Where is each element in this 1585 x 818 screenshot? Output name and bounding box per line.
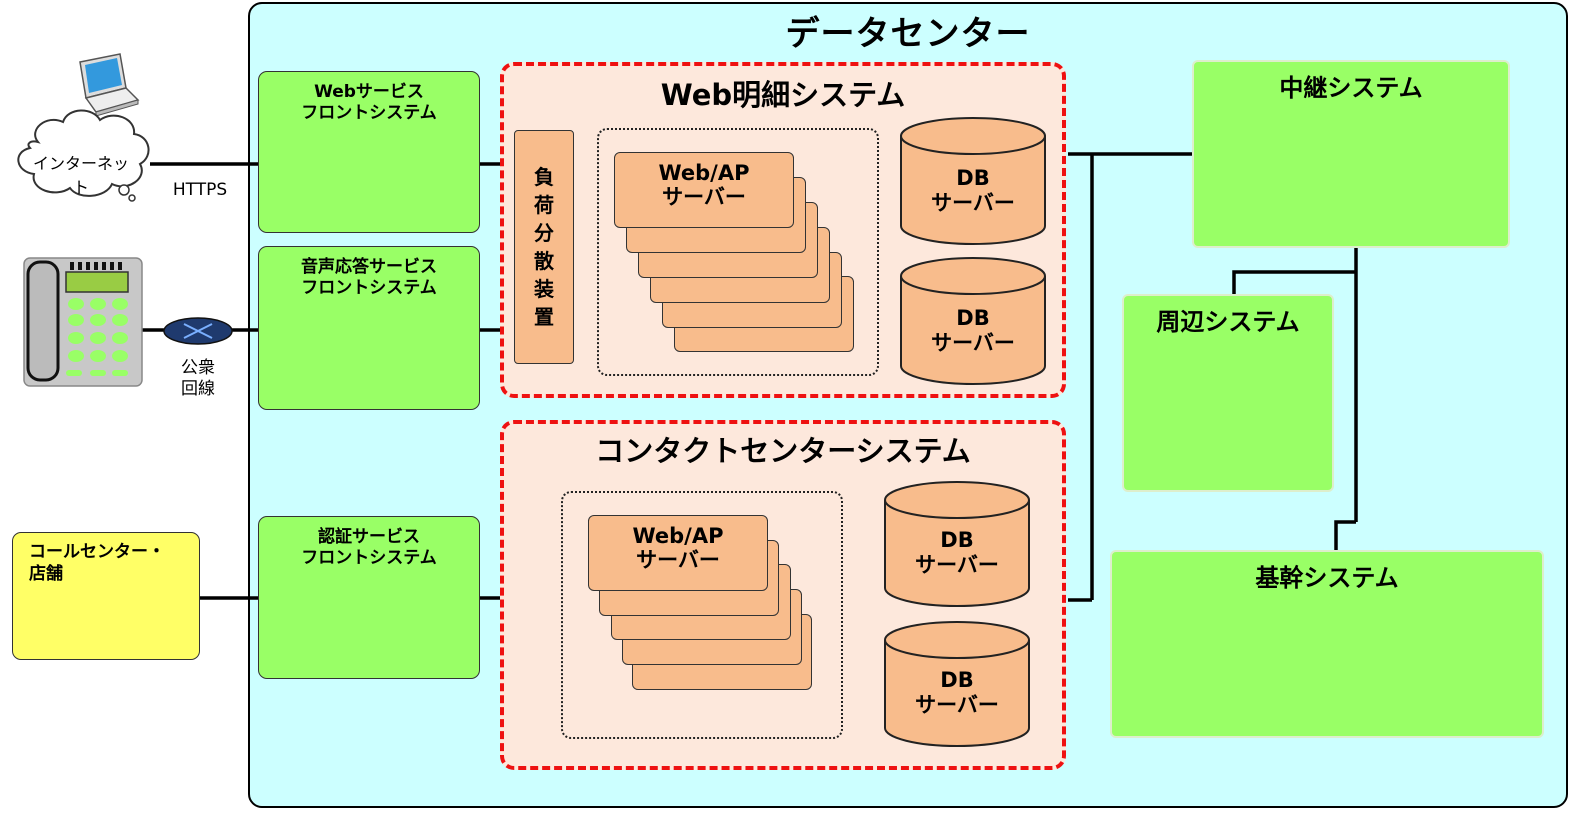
db-label-2: サーバー — [915, 553, 999, 577]
load-balancer-char: 負 — [534, 165, 554, 189]
core-system-label: 基幹システム — [1255, 564, 1399, 592]
web-detail-db1-label: DB サーバー — [898, 166, 1048, 216]
web-front-label-1: Webサービス — [314, 82, 424, 102]
load-balancer-char: 荷 — [534, 193, 554, 217]
callcenter-box: コールセンター・ 店舗 — [12, 532, 200, 660]
web-detail-title: Web明細システム — [660, 78, 906, 112]
web-detail-db-cylinders — [900, 117, 1046, 385]
load-balancer-char: 置 — [534, 305, 554, 329]
load-balancer-char: 装 — [534, 277, 554, 301]
db-label-1: DB — [956, 306, 990, 330]
db-cylinder-icon — [884, 500, 1030, 607]
web-detail-app-server: Web/AP サーバー — [614, 152, 794, 228]
public-line-label-1: 公衆 — [181, 358, 215, 378]
callcenter-label-1: コールセンター・ — [29, 542, 165, 562]
load-balancer-char: 散 — [534, 249, 554, 273]
laptop-icon — [79, 53, 140, 117]
db-label-1: DB — [940, 528, 974, 552]
app-server-label-1: Web/AP — [658, 161, 750, 185]
internet-label: インターネット — [32, 154, 129, 197]
auth-front-label-1: 認証サービス — [318, 527, 420, 547]
db-label-2: サーバー — [931, 331, 1015, 355]
app-server-label-1: Web/AP — [632, 524, 724, 548]
callcenter-label-2: 店舗 — [29, 564, 63, 584]
https-label: HTTPS — [172, 180, 228, 200]
load-balancer-char: 分 — [534, 221, 554, 245]
web-detail-db2-label: DB サーバー — [898, 306, 1048, 356]
contact-center-app-server-group — [561, 491, 843, 739]
voice-front-system: 音声応答サービス フロントシステム — [258, 246, 480, 410]
router-icon — [163, 317, 233, 345]
contact-center-app-server: Web/AP サーバー — [588, 515, 768, 591]
load-balancer: 負 荷 分 散 装 置 — [514, 130, 574, 364]
relay-system: 中継システム — [1192, 60, 1510, 248]
db-label-1: DB — [940, 668, 974, 692]
db-label-1: DB — [956, 166, 990, 190]
peripheral-system: 周辺システム — [1122, 294, 1334, 492]
datacenter-title: データセンター — [785, 14, 1031, 54]
voice-front-label-1: 音声応答サービス — [301, 257, 437, 277]
auth-front-label-2: フロントシステム — [301, 548, 437, 568]
contact-center-db1-label: DB サーバー — [882, 528, 1032, 578]
contact-center-title: コンタクトセンターシステム — [595, 434, 971, 468]
core-system: 基幹システム — [1110, 550, 1544, 738]
telephone-icon — [23, 257, 143, 387]
relay-system-label: 中継システム — [1279, 74, 1423, 102]
internet-cloud-icon — [17, 53, 150, 202]
db-cylinder-icon — [900, 136, 1046, 245]
db-label-2: サーバー — [931, 191, 1015, 215]
web-detail-app-server-group — [597, 128, 879, 376]
db-cylinder-icon — [900, 276, 1046, 385]
public-line-label-2: 回線 — [181, 379, 215, 399]
web-front-system: Webサービス フロントシステム — [258, 71, 480, 233]
voice-front-label-2: フロントシステム — [301, 278, 437, 298]
public-line-label: 公衆 回線 — [166, 358, 230, 400]
auth-front-system: 認証サービス フロントシステム — [258, 516, 480, 679]
contact-center-db-cylinders — [884, 481, 1030, 747]
contact-center-db2-label: DB サーバー — [882, 668, 1032, 718]
web-front-label-2: フロントシステム — [301, 103, 437, 123]
db-label-2: サーバー — [915, 693, 999, 717]
db-cylinder-icon — [884, 640, 1030, 747]
peripheral-system-label: 周辺システム — [1156, 308, 1300, 336]
app-server-label-2: サーバー — [636, 548, 720, 572]
app-server-label-2: サーバー — [662, 185, 746, 209]
